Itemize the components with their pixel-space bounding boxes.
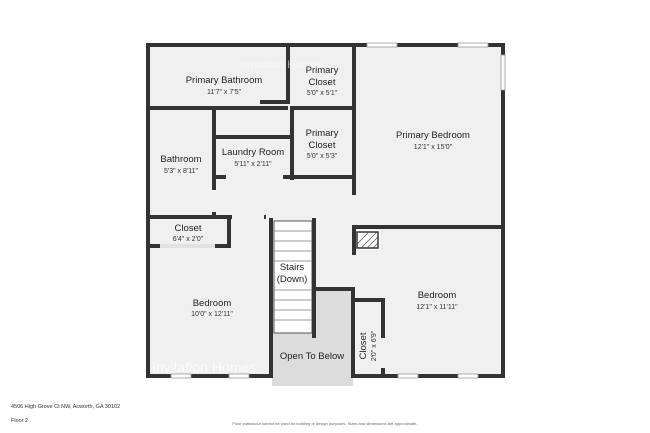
door-openings: [160, 175, 385, 368]
bedroom-left-name: Bedroom: [193, 298, 232, 309]
primary-closet-2-dims: 5'0" x 5'3": [307, 153, 338, 160]
footer-disclaimer: Floor plans/sour cannot be used for buil…: [232, 421, 418, 426]
footer-floor-label: Floor 2: [11, 418, 29, 424]
primary-bathroom-dims: 11'7" x 7'5": [207, 89, 241, 96]
chase-hatch: [356, 231, 379, 249]
primary-closet-1-dims: 5'0" x 5'1": [307, 90, 338, 97]
primary-bathroom-name: Primary Bathroom: [186, 75, 263, 86]
laundry-room-name: Laundry Room: [222, 147, 284, 158]
window-top-2: [457, 42, 489, 48]
stairs-name-2: (Down): [277, 274, 308, 285]
floor-areas: [147, 45, 503, 386]
laundry-room-dims: 5'11" x 2'11": [234, 161, 272, 168]
window-top-1: [366, 42, 398, 48]
window-bottom-3: [397, 373, 419, 379]
bedroom-left-dims: 10'0" x 12'11": [191, 311, 233, 318]
primary-bedroom-name: Primary Bedroom: [396, 130, 470, 141]
closet-small-dims: 6'4" x 2'0": [173, 236, 204, 243]
watermark-top: Invitation Homes: [240, 59, 322, 71]
closet-vertical-name: Closet: [358, 332, 369, 359]
windows: [170, 42, 506, 379]
window-bottom-1: [170, 373, 192, 379]
window-bottom-2: [228, 373, 250, 379]
closet-vertical-dims: 2'0" x 6'9": [371, 330, 378, 361]
stairs-name-1: Stairs: [280, 262, 305, 273]
window-bottom-4: [457, 373, 479, 379]
bathroom-name: Bathroom: [160, 154, 201, 165]
bathroom-dims: 5'3" x 8'11": [164, 168, 198, 175]
primary-closet-1-name-2: Closet: [309, 77, 336, 88]
room-labels: Primary Bathroom 11'7" x 7'5" Primary Cl…: [160, 65, 470, 362]
primary-closet-2-name-1: Primary: [306, 128, 339, 139]
primary-bedroom-dims: 12'1" x 15'0": [414, 144, 453, 151]
walls: [146, 43, 505, 378]
footer-address: 4506 High Grove Ct NW, Acworth, GA 30102: [11, 404, 121, 410]
open-to-below-name: Open To Below: [280, 351, 344, 362]
bedroom-right-dims: 12'1" x 11'11": [416, 304, 458, 311]
primary-closet-2-name-2: Closet: [309, 140, 336, 151]
watermark-bottom: Invitation Homes: [152, 359, 256, 375]
closet-small-name: Closet: [175, 223, 202, 234]
bedroom-right-name: Bedroom: [418, 290, 457, 301]
primary-closet-1-name-1: Primary: [306, 65, 339, 76]
window-right: [500, 54, 506, 91]
